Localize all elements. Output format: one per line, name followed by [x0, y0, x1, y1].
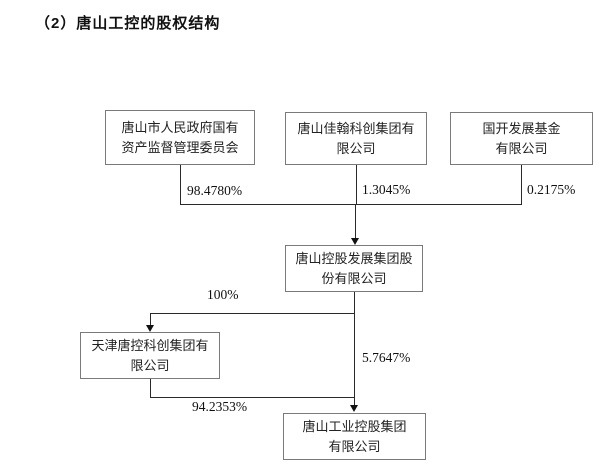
pct-holding-industry: 5.7647%	[362, 350, 411, 365]
connector-top-bus	[180, 204, 522, 205]
connector-sasac-drop	[180, 165, 181, 204]
connector-branch-to-tianjin	[150, 313, 151, 326]
pct-jiahan: 1.3045%	[362, 182, 411, 197]
node-tangshan-industry: 唐山工业控股集团 有限公司	[283, 413, 426, 460]
node-tangshan-holding: 唐山控股发展集团股 份有限公司	[285, 245, 423, 292]
pct-tianjin-industry: 94.2353%	[192, 399, 248, 414]
pct-cdb: 0.2175%	[527, 182, 576, 197]
node-jiahan: 唐山佳翰科创集团有 限公司	[285, 112, 427, 165]
connector-bus-to-holding	[355, 204, 356, 238]
section-title: （2）唐山工控的股权结构	[35, 15, 221, 32]
pct-holding-tianjin: 100%	[207, 287, 239, 302]
connector-jiahan-drop	[356, 165, 357, 204]
pct-sasac: 98.4780%	[187, 183, 243, 198]
node-sasac: 唐山市人民政府国有 资产监督管理委员会	[105, 110, 255, 165]
node-cdb: 国开发展基金 有限公司	[450, 112, 593, 165]
connector-bottom-bus	[150, 397, 355, 398]
down-arrowhead-icon	[351, 238, 359, 245]
node-tianjin-tangkong: 天津唐控科创集团有 限公司	[80, 332, 220, 379]
connector-tianjin-drop	[150, 379, 151, 398]
connector-cdb-drop	[521, 165, 522, 204]
connector-holding-tianjin-branch	[150, 313, 355, 314]
down-arrowhead-icon	[350, 405, 358, 412]
connector-holding-to-industry	[354, 292, 355, 405]
down-arrowhead-icon	[146, 325, 154, 332]
